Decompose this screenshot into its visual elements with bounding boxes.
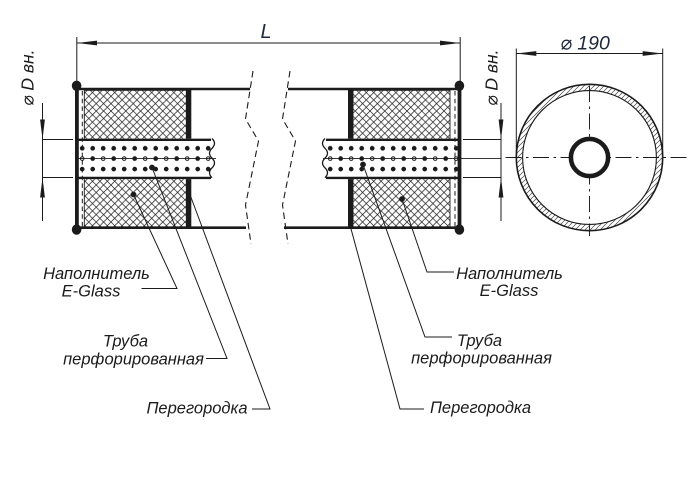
leader-baffle-left — [190, 195, 271, 410]
pipe-left-break-edge — [208, 138, 216, 179]
callouts-right: Наполнитель E-Glass Труба перфорированна… — [350, 161, 563, 417]
idr-arrow-bottom — [498, 177, 504, 198]
label-filler-right-line2: E-Glass — [480, 282, 539, 300]
perforated-pipe-left — [75, 138, 216, 180]
leader-baffle-right — [350, 226, 424, 410]
dimension-inner-diameter-right: ⌀ D вн. — [463, 49, 504, 221]
idl-arrow-bottom — [40, 177, 45, 198]
break-line-2 — [281, 70, 297, 245]
cap-right-seam-top — [454, 80, 465, 92]
filler-block-left-top — [83, 89, 187, 140]
od-arrow-right — [642, 51, 663, 56]
cap-right-seam-bottom — [454, 224, 465, 235]
perforated-pipe-right — [321, 138, 501, 180]
break-lines — [244, 70, 297, 245]
od-dim-text: ⌀ 190 — [560, 33, 610, 55]
leader-pipe-right — [362, 164, 452, 338]
leader-filler-left — [133, 194, 178, 289]
length-arrow-right — [440, 40, 460, 46]
label-pipe-right-line2: перфорированная — [411, 350, 552, 368]
end-cap-right — [454, 80, 465, 235]
length-dim-text: L — [260, 21, 271, 43]
end-view: ⌀ 190 — [505, 33, 690, 236]
side-section-view — [71, 70, 501, 245]
pipe-right-break-edge — [321, 138, 329, 179]
label-baffle-right: Перегородка — [430, 399, 531, 417]
label-pipe-right-line1: Труба — [457, 332, 502, 350]
shell-outline — [78, 87, 460, 229]
break-line-1 — [244, 70, 260, 245]
filler-block-right-bottom — [352, 177, 451, 228]
label-baffle-left: Перегородка — [146, 400, 247, 418]
length-arrow-left — [77, 40, 97, 46]
cap-right-wall — [457, 84, 462, 231]
idl-arrow-top — [40, 119, 45, 140]
label-pipe-left-line2: перфорированная — [63, 351, 204, 369]
filler-block-left-bottom — [83, 177, 187, 228]
label-pipe-left-line1: Труба — [103, 333, 148, 351]
label-filler-left-line1: Наполнитель — [43, 265, 150, 283]
cap-left-wall — [75, 84, 79, 231]
idr-arrow-top — [498, 119, 504, 140]
dimension-outer-diameter: ⌀ 190 — [515, 33, 664, 156]
leader-filler-right — [401, 198, 454, 273]
dimension-inner-diameter-left: ⌀ D вн. — [18, 49, 73, 221]
idl-dim-text: ⌀ D вн. — [18, 49, 38, 106]
filler-block-right-top — [352, 89, 451, 140]
idr-dim-text: ⌀ D вн. — [482, 49, 502, 106]
inner-pipe-hole — [568, 136, 611, 179]
label-filler-right-line1: Наполнитель — [456, 265, 563, 283]
end-cap-left — [71, 80, 83, 235]
od-arrow-left — [516, 51, 537, 56]
leader-pipe-left — [151, 167, 228, 359]
label-filler-left-line2: E-Glass — [62, 283, 121, 301]
cap-left-seam-top — [71, 80, 82, 92]
callouts-left: Наполнитель E-Glass Труба перфорированна… — [43, 164, 271, 418]
cap-left-seam-bottom — [71, 224, 82, 235]
dimension-length: L — [76, 21, 461, 84]
